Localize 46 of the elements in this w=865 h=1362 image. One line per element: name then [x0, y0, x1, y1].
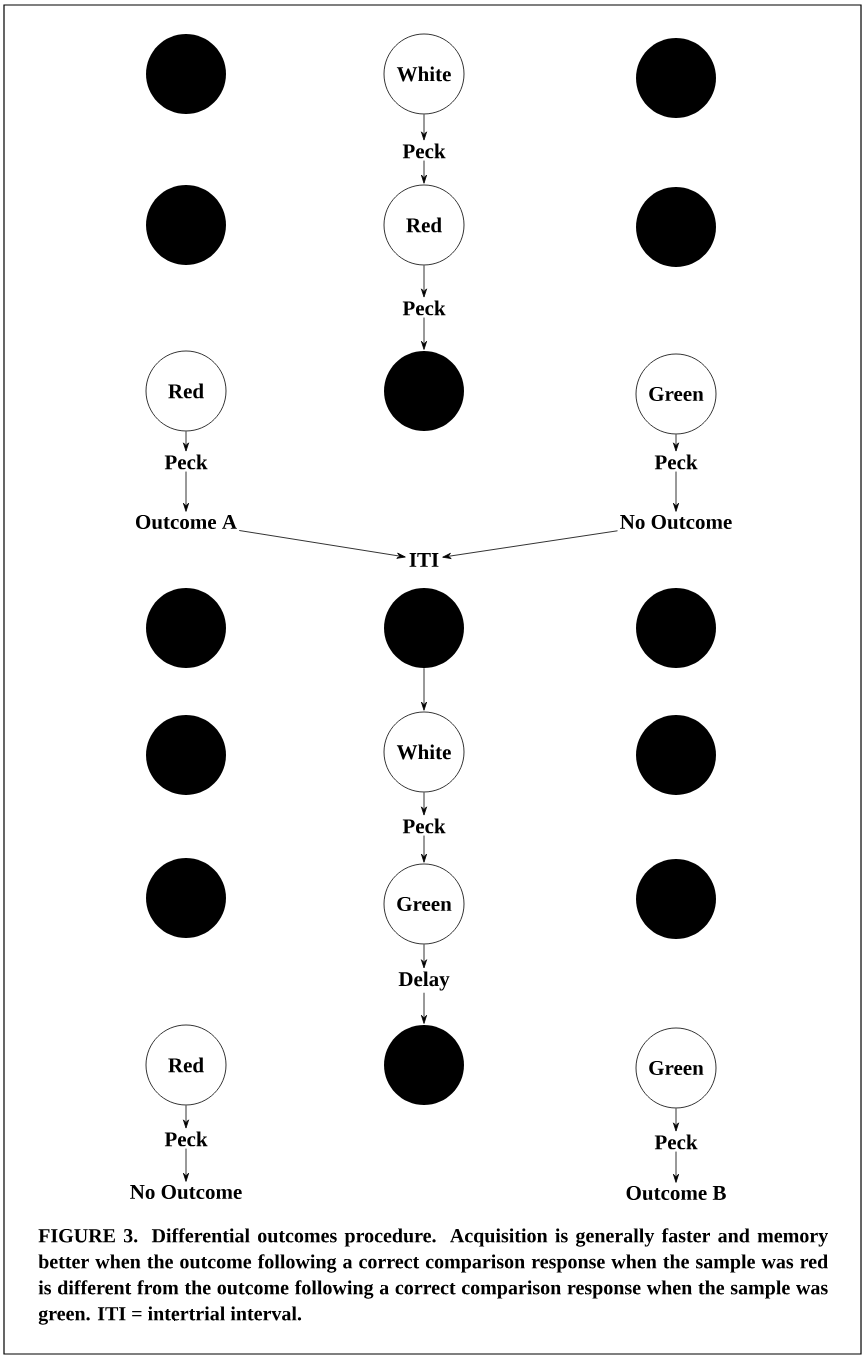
step-label: Peck: [164, 454, 208, 470]
arrow: [672, 471, 680, 512]
step-label: Peck: [402, 300, 446, 316]
step-label: Peck: [164, 1131, 208, 1147]
dark-key-circle: [146, 185, 226, 265]
step-label: Peck: [654, 454, 698, 470]
step-label: Peck: [402, 143, 446, 159]
arrow: [238, 530, 406, 559]
dark-key-circle: [636, 715, 716, 795]
dark-key-circle: [146, 588, 226, 668]
arrow: [672, 1151, 680, 1183]
arrow: [672, 434, 680, 452]
step-label: ITI: [409, 553, 439, 567]
arrow: [182, 431, 190, 452]
arrow: [182, 1148, 190, 1182]
arrow: [182, 1105, 190, 1129]
step-label: No Outcome: [130, 1184, 242, 1200]
dark-key-circle: [636, 588, 716, 668]
dark-key-circle: [384, 1025, 464, 1105]
dark-key-circle: [636, 859, 716, 939]
step-label: Peck: [402, 818, 446, 834]
step-label: Outcome B: [626, 1185, 726, 1201]
arrow: [420, 317, 428, 350]
arrow: [420, 944, 428, 969]
step-label: Outcome A: [136, 514, 237, 530]
arrow: [442, 530, 618, 559]
dark-key-circle: [636, 38, 716, 118]
arrow: [672, 1108, 680, 1132]
step-label: Delay: [398, 971, 450, 991]
arrow: [420, 835, 428, 863]
dark-key-circle: [636, 187, 716, 267]
arrow: [420, 992, 428, 1024]
arrow: [420, 160, 428, 184]
arrow: [420, 113, 428, 141]
arrow: [182, 471, 190, 512]
arrow: [420, 265, 428, 298]
dark-key-circle: [384, 588, 464, 668]
dark-key-circle: [146, 34, 226, 114]
arrow: [420, 667, 428, 711]
arrow: [420, 792, 428, 816]
step-label: No Outcome: [620, 514, 732, 530]
dark-key-circle: [146, 715, 226, 795]
dark-key-circle: [384, 351, 464, 431]
figure-caption: FIGURE 3. Differential outcomes procedure. Acquisition is generally faster and memory better when the outcome following a correct comparison response when the sample was red is different from the outcome following a correct comparison response when the sample was green. ITI = intertrial interval.: [38, 1228, 828, 1325]
step-label: Peck: [654, 1134, 698, 1150]
dark-key-circle: [146, 858, 226, 938]
